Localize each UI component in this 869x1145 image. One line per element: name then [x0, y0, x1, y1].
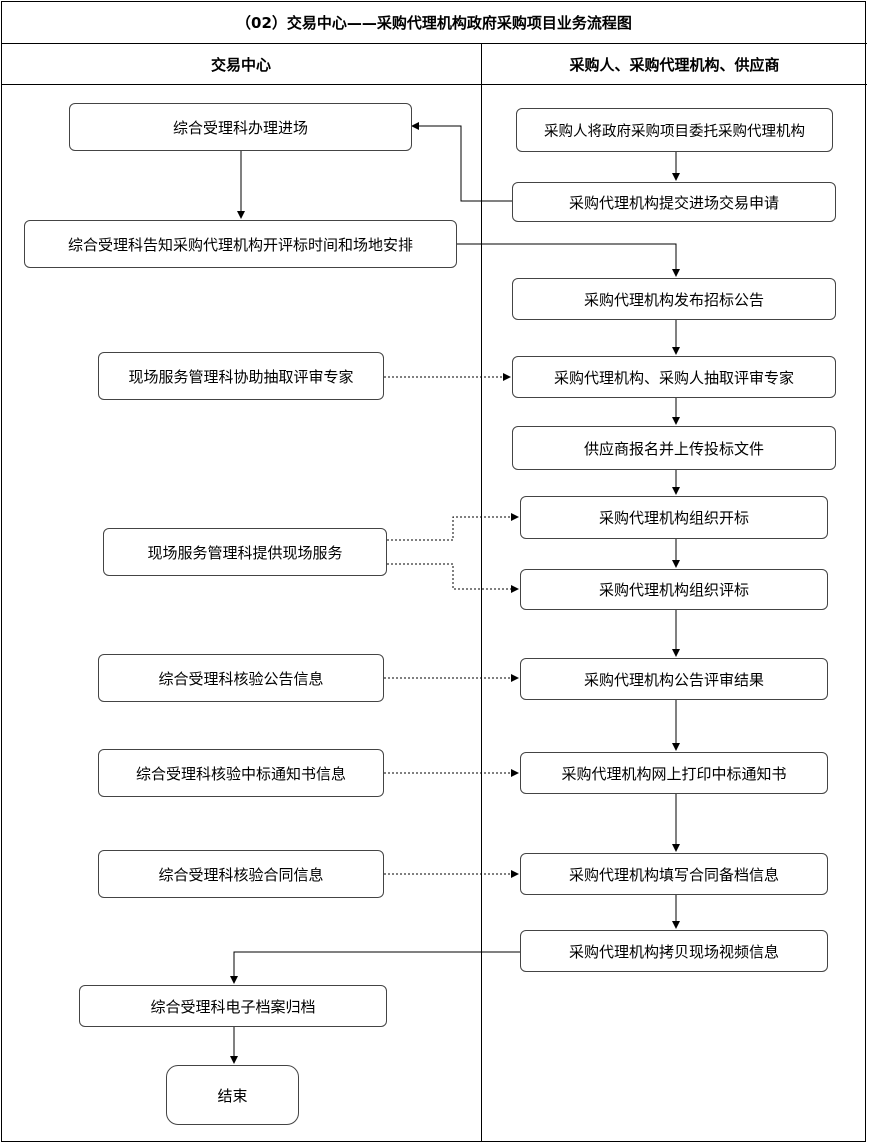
node-result: 采购代理机构公告评审结果 [520, 658, 828, 700]
node-bid-upload: 供应商报名并上传投标文件 [512, 426, 836, 470]
node-evaluate: 采购代理机构组织评标 [520, 569, 828, 610]
dotted-arrow-service-to-evaluate [387, 563, 519, 593]
node-notify: 综合受理科告知采购代理机构开评标时间和场地安排 [24, 220, 457, 268]
arrow-notify-to-publish [457, 243, 680, 277]
node-end: 结束 [166, 1065, 299, 1125]
arrow-copy-video-to-archive [230, 951, 520, 984]
node-onsite-service: 现场服务管理科提供现场服务 [103, 528, 387, 576]
node-apply: 采购代理机构提交进场交易申请 [512, 182, 836, 222]
arrow-apply-to-entry [411, 122, 512, 202]
diagram-title: （02）交易中心——采购代理机构政府采购项目业务流程图 [236, 13, 632, 32]
lane-divider [481, 43, 482, 1142]
node-verify-notice: 综合受理科核验公告信息 [98, 654, 384, 702]
lane-header-right: 采购人、采购代理机构、供应商 [569, 55, 780, 74]
node-verify-award: 综合受理科核验中标通知书信息 [98, 749, 384, 797]
node-archive: 综合受理科电子档案归档 [79, 985, 387, 1027]
lane-header-left: 交易中心 [210, 55, 271, 74]
node-open-bid: 采购代理机构组织开标 [520, 496, 828, 539]
title-divider [1, 43, 867, 44]
node-entrust: 采购人将政府采购项目委托采购代理机构 [516, 108, 833, 152]
node-draw-expert: 采购代理机构、采购人抽取评审专家 [512, 356, 836, 398]
node-publish: 采购代理机构发布招标公告 [512, 278, 836, 320]
node-print-award: 采购代理机构网上打印中标通知书 [520, 752, 828, 794]
lane-header-divider [1, 84, 867, 85]
node-copy-video: 采购代理机构拷贝现场视频信息 [520, 930, 828, 972]
node-entry: 综合受理科办理进场 [69, 103, 412, 151]
dotted-arrow-service-to-open-bid [387, 513, 519, 541]
node-verify-contract: 综合受理科核验合同信息 [98, 850, 384, 898]
node-assist-expert: 现场服务管理科协助抽取评审专家 [98, 352, 384, 400]
node-contract: 采购代理机构填写合同备档信息 [520, 853, 828, 895]
